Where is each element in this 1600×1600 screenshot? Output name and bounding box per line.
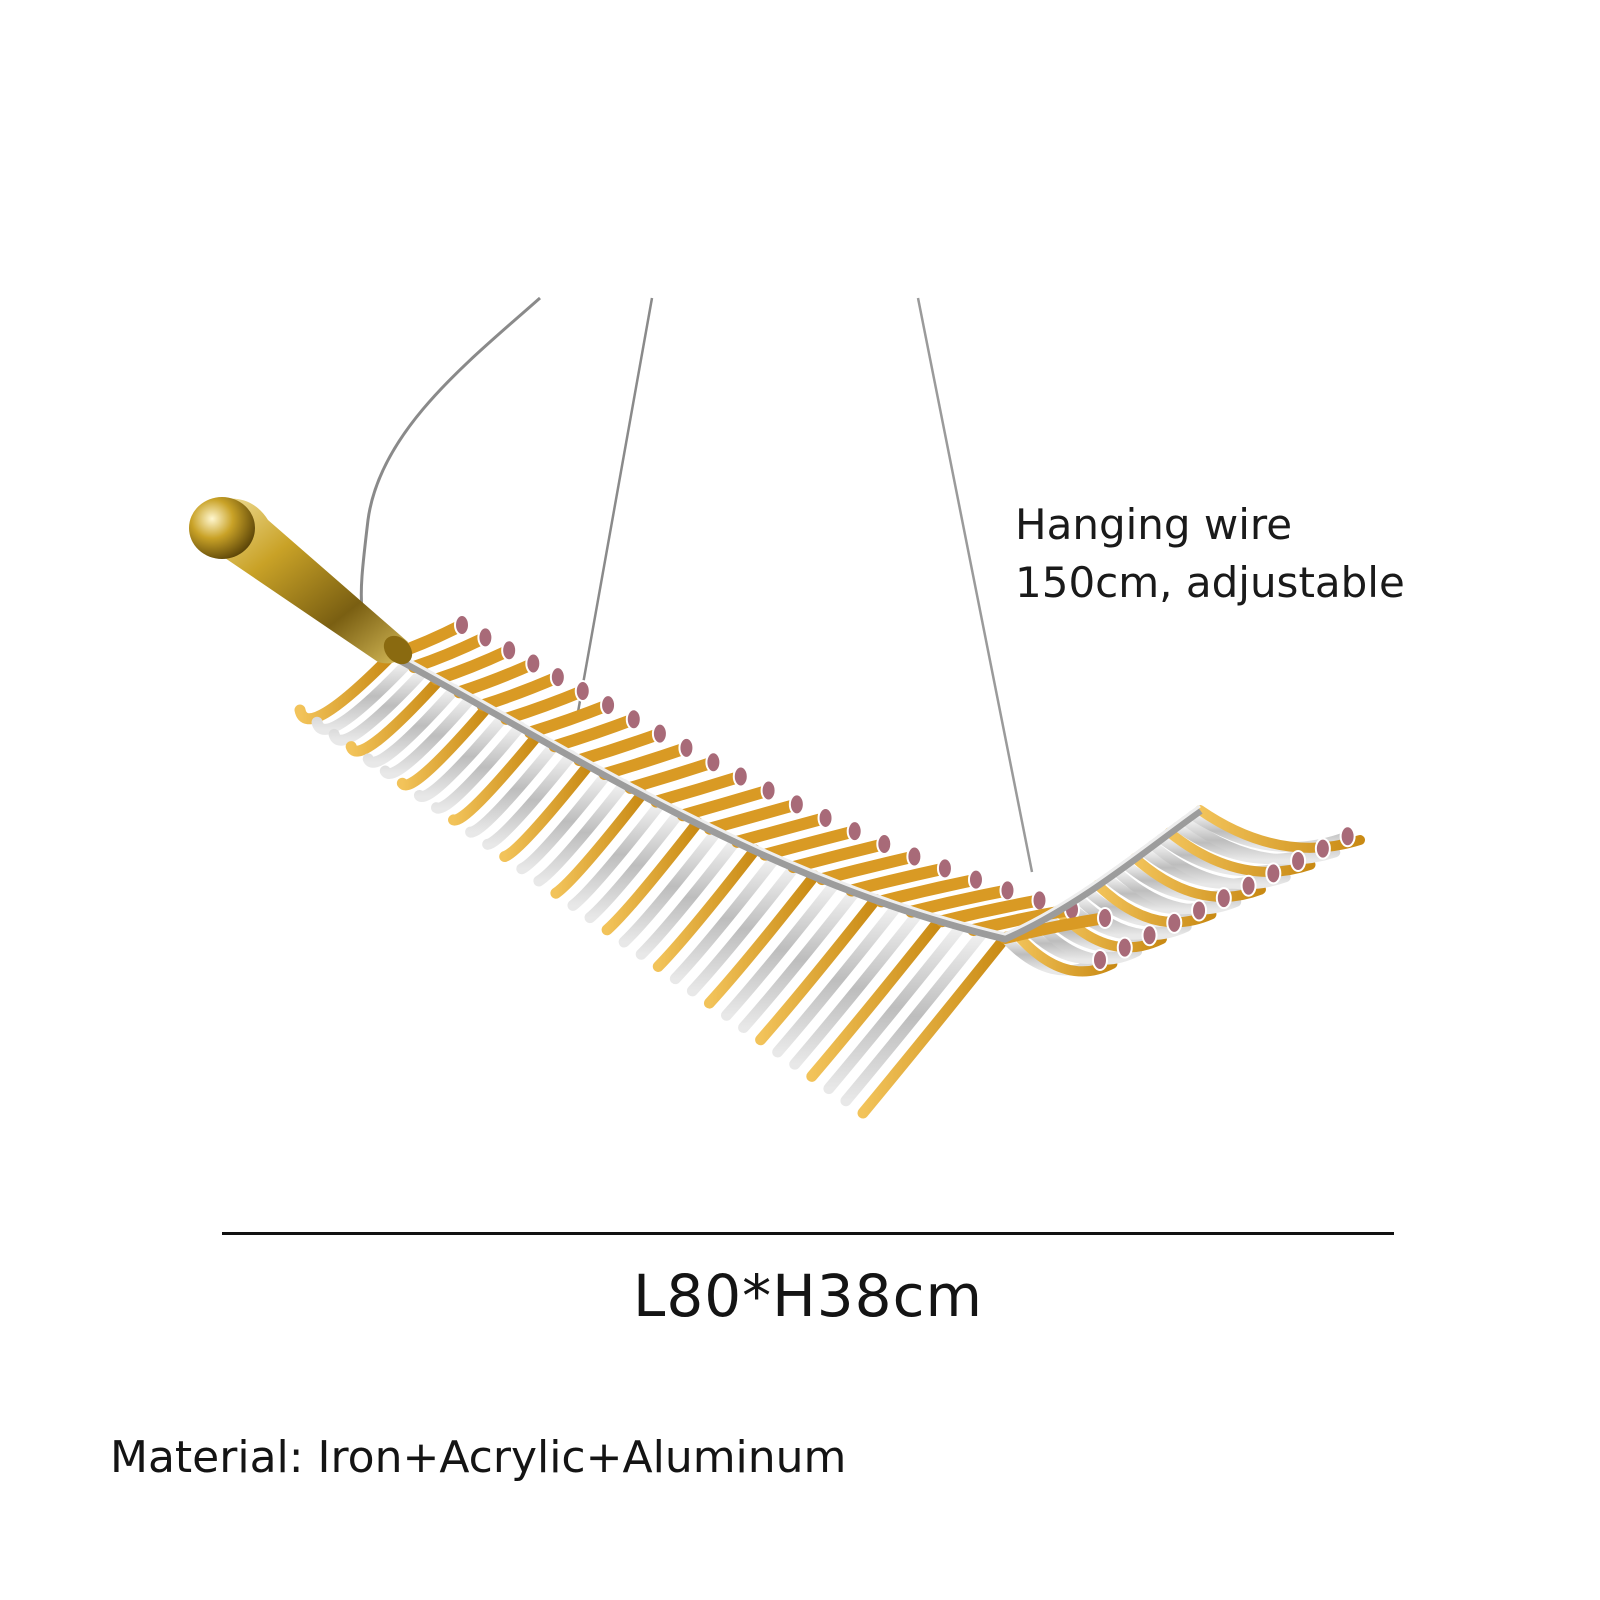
amber-rod <box>703 798 803 835</box>
glass-rod <box>311 657 413 735</box>
rod-tip <box>1141 924 1158 947</box>
rod-tip <box>1191 899 1208 922</box>
glass-rods-front <box>386 614 1356 971</box>
glass-rod <box>465 740 560 838</box>
glass-rod <box>789 908 924 1070</box>
rod-tip <box>999 879 1016 902</box>
glass-rod <box>550 788 648 899</box>
rod-tip <box>1031 889 1048 912</box>
glass-rod <box>328 666 429 746</box>
glass-rod <box>755 893 882 1046</box>
glass-rod <box>686 861 800 997</box>
hanging-wire-right <box>916 297 1034 873</box>
rod-tip <box>574 679 591 702</box>
rod-tip <box>525 652 542 675</box>
glass-rod <box>396 702 493 791</box>
glass-rod <box>584 807 685 924</box>
rod-tip <box>876 833 893 856</box>
amber-rod <box>524 699 615 739</box>
lamp-spine <box>389 651 1203 943</box>
amber-rod <box>598 741 693 781</box>
glass-rod <box>345 675 445 757</box>
rod-tip <box>760 779 777 802</box>
amber-rod <box>548 713 640 753</box>
glass-rod <box>823 921 967 1095</box>
rod-tip <box>846 820 863 843</box>
glass-rod <box>806 914 945 1082</box>
wire-label-line2: 150cm, adjustable <box>1015 558 1405 607</box>
wire-label-line1: Hanging wire <box>1015 500 1293 549</box>
rod-tip <box>625 708 642 731</box>
glass-rod <box>635 835 742 960</box>
amber-rod <box>676 784 775 822</box>
glass-rod <box>448 730 543 826</box>
glass-rod <box>721 878 841 1021</box>
rod-tip <box>1166 911 1183 934</box>
glass-rod <box>413 711 509 802</box>
glass-rod <box>294 649 398 725</box>
dimension-rule <box>222 1232 1394 1235</box>
rod-tip <box>906 845 923 868</box>
glass-rod <box>379 693 477 779</box>
glass-rod <box>362 683 461 768</box>
hanging-wire-annotation: Hanging wire 150cm, adjustable <box>1015 496 1405 612</box>
amber-rod <box>759 825 861 861</box>
rod-tip <box>678 736 695 759</box>
glass-rod <box>840 927 989 1107</box>
rod-tip <box>1265 862 1282 885</box>
dimension-label: L80*H38cm <box>633 1262 983 1330</box>
glass-rod <box>482 749 577 850</box>
amber-rod <box>650 770 747 808</box>
rod-tip <box>1215 887 1232 910</box>
rod-tip <box>1339 825 1356 848</box>
amber-rod <box>845 862 951 897</box>
glass-rod <box>738 886 861 1034</box>
gold-head-cap <box>189 497 255 559</box>
glass-rod <box>1195 805 1365 853</box>
rod-tip <box>600 694 617 717</box>
amber-rod <box>573 727 666 767</box>
rod-tip <box>454 614 470 636</box>
rod-tip <box>1290 849 1307 872</box>
rod-tip <box>936 857 953 880</box>
rod-tip <box>788 793 805 816</box>
glass-rod <box>499 759 595 863</box>
glass-rod <box>618 826 722 948</box>
glass-rod <box>652 844 761 972</box>
hanging-wire-left <box>359 296 541 611</box>
glass-rod <box>857 932 1011 1119</box>
rod-tip <box>1092 949 1108 971</box>
lamp-spine-highlight <box>391 649 1201 936</box>
glass-rod <box>703 870 820 1009</box>
rod-tip <box>651 722 668 745</box>
glass-rod <box>669 853 781 985</box>
rod-tip <box>1116 936 1133 959</box>
material-label: Material: Iron+Acrylic+Aluminum <box>110 1432 847 1483</box>
rod-tip <box>477 626 494 649</box>
rod-tip <box>1314 837 1331 860</box>
amber-rod <box>787 838 891 874</box>
glass-rod <box>772 901 903 1058</box>
glass-rod <box>516 769 612 875</box>
rod-tip <box>1240 874 1257 897</box>
glass-rod <box>601 817 704 936</box>
rod-tip <box>705 751 722 774</box>
rod-tip <box>732 765 749 788</box>
glass-rod <box>567 798 666 911</box>
rod-tip <box>501 639 518 662</box>
amber-rod <box>731 811 832 848</box>
rod-tip <box>549 666 566 689</box>
amber-rod <box>816 850 921 886</box>
amber-rod <box>624 756 720 794</box>
rod-tip <box>817 806 834 829</box>
rod-tip <box>967 868 984 891</box>
glass-rod <box>533 779 630 887</box>
glass-rod <box>430 721 526 814</box>
gold-head-collar <box>383 635 413 665</box>
rod-tip <box>1097 907 1113 929</box>
hanging-wire-middle <box>576 297 654 713</box>
amber-rod <box>875 873 982 908</box>
